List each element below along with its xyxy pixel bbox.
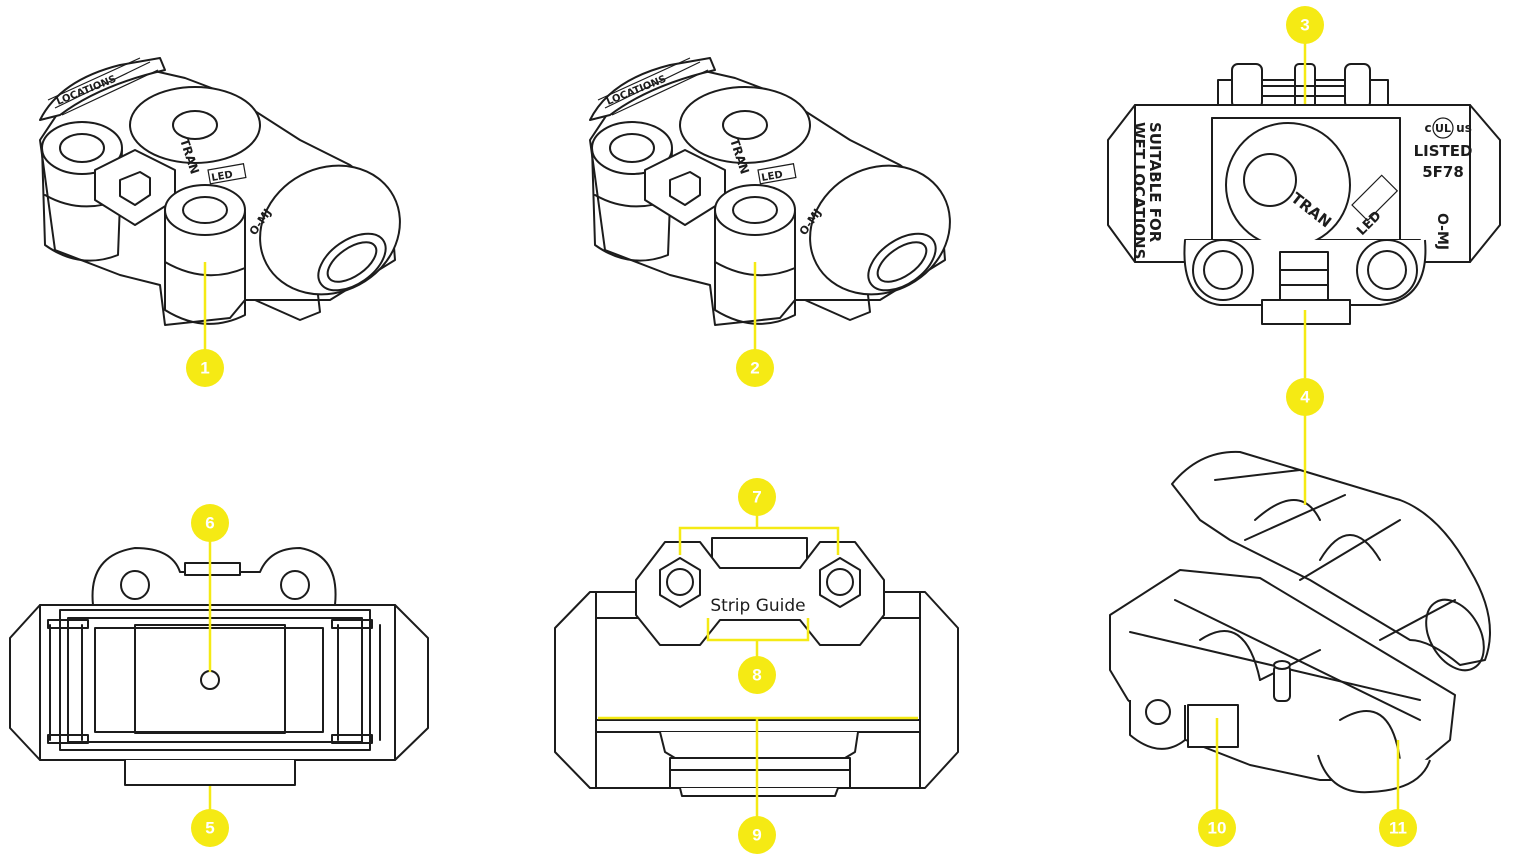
ul-us-text: us (1456, 121, 1472, 135)
callout-11: 11 (1379, 809, 1417, 847)
led-text: LED (211, 169, 234, 184)
connector-iso-view-2: TRAN LED LOCATIONS O-MJ (589, 57, 951, 352)
ul-c-text: c (1424, 121, 1431, 135)
svg-text:10: 10 (1208, 819, 1227, 838)
connector-open-view (1109, 410, 1491, 812)
callout-4: 4 (1286, 378, 1324, 416)
svg-text:7: 7 (752, 488, 761, 507)
connector-bottom-view (9, 540, 429, 812)
callout-6: 6 (191, 504, 229, 542)
ul-mark-text: UL (1435, 122, 1451, 135)
svg-text:5: 5 (205, 819, 214, 838)
listed-text: LISTED (1414, 142, 1473, 160)
svg-text:6: 6 (205, 514, 214, 533)
svg-text:4: 4 (1300, 388, 1310, 407)
svg-text:3: 3 (1300, 16, 1309, 35)
callout-8: 8 (738, 656, 776, 694)
svg-text:2: 2 (750, 359, 759, 378)
callout-7: 7 (738, 478, 776, 516)
svg-text:9: 9 (752, 826, 761, 845)
o-mj-text-top: O-MJ (1434, 213, 1450, 250)
callout-3: 3 (1286, 6, 1324, 44)
svg-text:11: 11 (1389, 819, 1407, 838)
suitable-for-text: SUITABLE FOR (1146, 122, 1164, 243)
callout-9: 9 (738, 816, 776, 854)
wet-locations-text: WET LOCATIONS (1130, 122, 1148, 259)
connector-top-view: SUITABLE FOR WET LOCATIONS TRAN LED UL c… (1107, 40, 1501, 378)
svg-text:8: 8 (752, 666, 761, 685)
connector-iso-view-1: TRAN LED LOCATIONS O-MJ (39, 57, 401, 352)
callout-10: 10 (1198, 809, 1236, 847)
svg-text:1: 1 (200, 359, 209, 378)
callout-2: 2 (736, 349, 774, 387)
strip-guide-text: Strip Guide (710, 596, 805, 616)
file-no-text: 5F78 (1422, 163, 1464, 181)
callout-5: 5 (191, 809, 229, 847)
led-text-2: LED (761, 169, 784, 184)
callout-1: 1 (186, 349, 224, 387)
